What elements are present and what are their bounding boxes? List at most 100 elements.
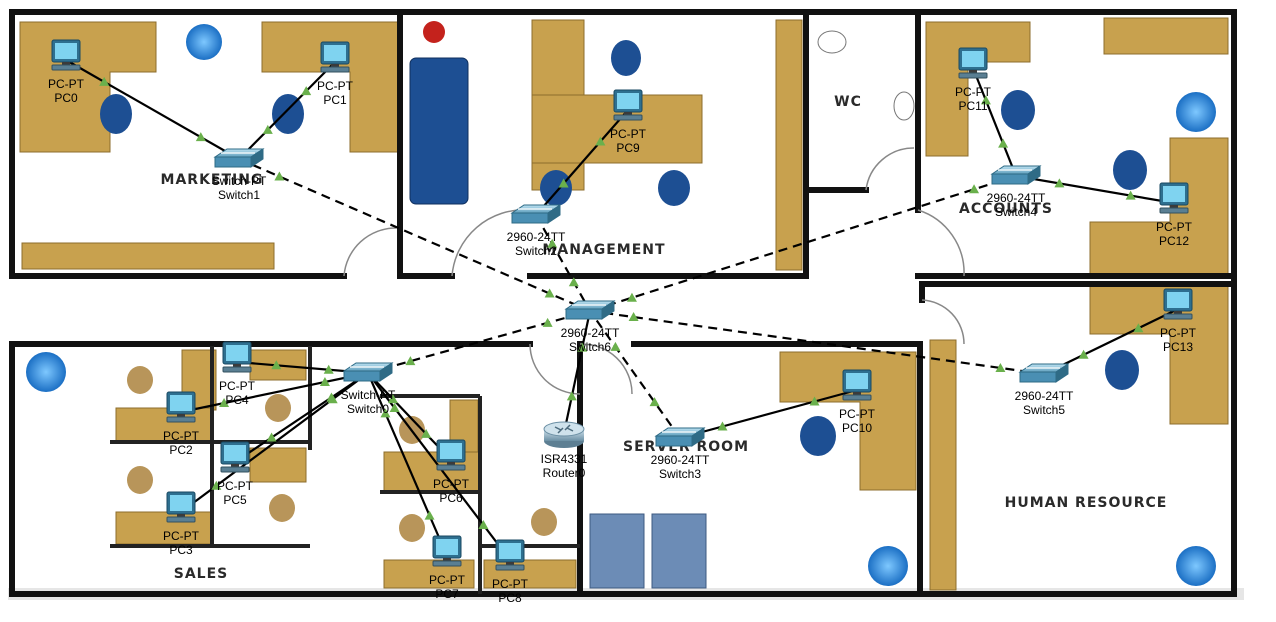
link-pc7-switch0[interactable]	[366, 372, 449, 557]
door-swings	[343, 147, 965, 395]
device-model-label: PC-PT	[429, 573, 466, 587]
plant	[423, 21, 445, 43]
port-indicator	[649, 397, 660, 407]
chair	[540, 170, 572, 206]
chair	[100, 94, 132, 134]
port-indicator	[1133, 323, 1144, 333]
port-indicator	[717, 421, 728, 431]
port-indicator	[568, 277, 579, 287]
switch-icon[interactable]	[342, 362, 394, 382]
desk	[115, 511, 213, 545]
device-name-label: Switch2	[515, 244, 557, 258]
pc-icon[interactable]	[166, 391, 196, 423]
port-indicator	[405, 356, 416, 366]
device-model-label: 2960-24TT	[507, 230, 566, 244]
link-router0-switch6[interactable]	[562, 310, 592, 434]
switch-icon[interactable]	[564, 300, 616, 320]
switch-icon[interactable]	[1018, 363, 1070, 383]
pc-icon[interactable]	[222, 341, 252, 373]
port-indicator	[271, 360, 282, 370]
switch-icon[interactable]	[510, 204, 562, 224]
pc-icon[interactable]	[166, 491, 196, 523]
link-pc10-switch3[interactable]	[679, 388, 858, 440]
link-pc5-switch0[interactable]	[234, 372, 369, 463]
chair	[127, 366, 153, 394]
link-pc9-switch2[interactable]	[535, 109, 629, 216]
chairs	[100, 40, 1147, 542]
chair	[269, 494, 295, 522]
pc-icon[interactable]	[1163, 288, 1193, 320]
port-indicator	[301, 86, 312, 96]
device-model-label: PC-PT	[1160, 326, 1197, 340]
device-model-label: PC-PT	[163, 529, 200, 543]
chair	[531, 508, 557, 536]
pc-icon[interactable]	[1159, 182, 1189, 214]
pc-icon[interactable]	[320, 41, 350, 73]
pc-icon[interactable]	[613, 89, 643, 121]
port-indicator	[478, 519, 489, 529]
room-label-management: MANAGEMENT	[542, 242, 665, 258]
room-label-accounts: ACCOUNTS	[959, 201, 1053, 217]
device-model-label: PC-PT	[492, 577, 529, 591]
pc-icon[interactable]	[432, 535, 462, 567]
pc-icon[interactable]	[495, 539, 525, 571]
link-pc13-switch5[interactable]	[1043, 308, 1179, 375]
plant	[186, 24, 222, 60]
link-pc12-switch4[interactable]	[1015, 174, 1175, 205]
link-switch3-switch6[interactable]	[589, 310, 681, 439]
switch-icon[interactable]	[213, 148, 265, 168]
device-name-label: PC1	[323, 93, 347, 107]
link-pc0-switch1[interactable]	[65, 59, 240, 160]
router-icon[interactable]	[543, 421, 585, 448]
link-switch2-switch6[interactable]	[535, 214, 591, 312]
pc-icon[interactable]	[220, 441, 250, 473]
link-pc1-switch1[interactable]	[238, 61, 336, 160]
port-indicator	[326, 392, 337, 402]
port-indicator	[1054, 178, 1065, 188]
link-pc11-switch4[interactable]	[971, 67, 1018, 177]
pc-icon[interactable]	[436, 439, 466, 471]
switch-icon[interactable]	[654, 427, 706, 447]
port-indicator	[995, 362, 1006, 372]
link-pc2-switch0[interactable]	[180, 371, 369, 414]
device-model-label: Switch-PT	[212, 174, 267, 188]
device-model-label: PC-PT	[610, 127, 647, 141]
device-model-label: 2960-24TT	[987, 191, 1046, 205]
link-switch0-switch6[interactable]	[367, 309, 591, 375]
device-name-label: PC5	[223, 493, 247, 507]
device-model-label: 2960-24TT	[561, 326, 620, 340]
link-switch5-switch6[interactable]	[589, 309, 1045, 376]
port-indicator	[323, 364, 334, 374]
room-label-wc: WC	[834, 94, 862, 110]
chair	[265, 394, 291, 422]
switch-icon[interactable]	[990, 165, 1042, 185]
port-indicator	[809, 396, 820, 406]
pc-icon[interactable]	[51, 39, 81, 71]
pc-icon[interactable]	[842, 369, 872, 401]
link-switch1-switch6[interactable]	[238, 157, 591, 313]
pc-icon[interactable]	[958, 47, 988, 79]
port-indicator	[99, 76, 110, 86]
